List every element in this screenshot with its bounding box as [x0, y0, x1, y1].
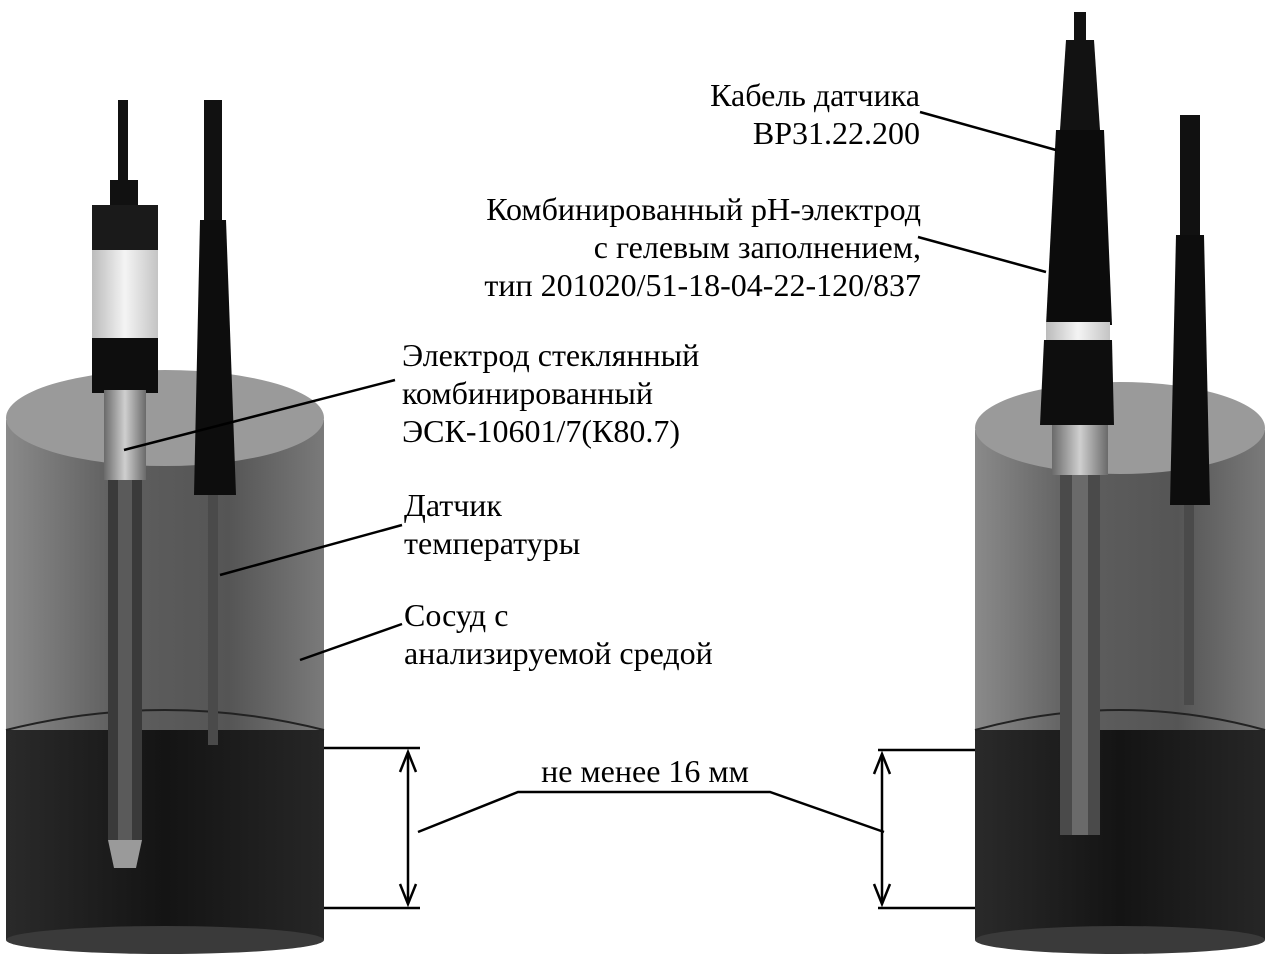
label-cable-line2: BP31.22.200: [710, 114, 920, 152]
label-ph-line1: Комбинированный pH-электрод: [484, 190, 921, 228]
dimension-right: [874, 750, 975, 908]
label-cable-line1: Кабель датчика: [710, 76, 920, 114]
label-temp-line1: Датчик: [404, 486, 580, 524]
dimension-left: [324, 748, 420, 908]
label-depth: не менее 16 мм: [505, 752, 785, 790]
label-glass-line2: комбинированный: [402, 374, 699, 412]
label-vessel-line1: Сосуд с: [404, 596, 713, 634]
label-ph-line3: тип 201020/51-18-04-22-120/837: [484, 266, 921, 304]
leader-ph-electrode: [918, 237, 1046, 272]
label-vessel: Сосуд с анализируемой средой: [404, 596, 713, 672]
label-glass-line3: ЭСК-10601/7(К80.7): [402, 412, 699, 450]
label-vessel-line2: анализируемой средой: [404, 634, 713, 672]
label-glass-electrode: Электрод стеклянный комбинированный ЭСК-…: [402, 336, 699, 450]
leader-depth: [418, 792, 884, 832]
leader-cable: [920, 112, 1056, 150]
label-ph-line2: с гелевым заполнением,: [484, 228, 921, 266]
label-ph-electrode: Комбинированный pH-электрод с гелевым за…: [484, 190, 921, 304]
label-temp-sensor: Датчик температуры: [404, 486, 580, 562]
left-vessel: [6, 370, 324, 954]
right-vessel: [975, 382, 1265, 954]
label-temp-line2: температуры: [404, 524, 580, 562]
label-cable: Кабель датчика BP31.22.200: [710, 76, 920, 152]
label-glass-line1: Электрод стеклянный: [402, 336, 699, 374]
